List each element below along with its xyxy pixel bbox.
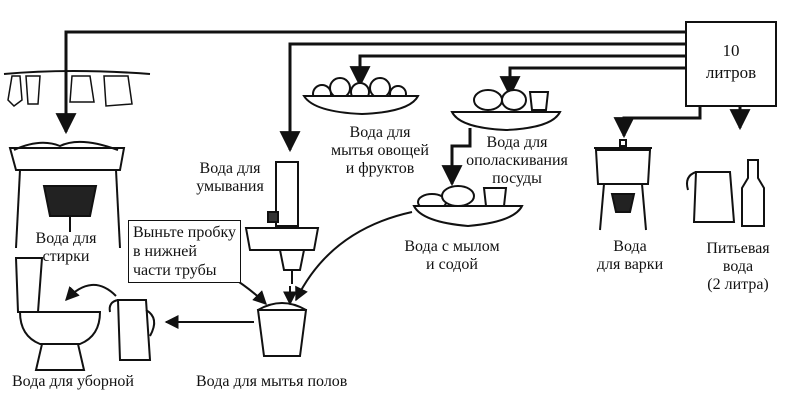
label-line: для варки — [596, 256, 664, 273]
flow-arrows — [65, 211, 413, 329]
note-line: части трубы — [133, 262, 217, 279]
laundry-basin-icon — [8, 140, 126, 249]
label-washing-clothes: Вода для стирки — [14, 230, 118, 266]
label-vegetables: Вода для мытья овощей и фруктов — [318, 124, 442, 178]
label-line: Вода — [613, 238, 647, 255]
label-drinking: Питьевая вода (2 литра) — [690, 240, 786, 294]
label-line: Вода для — [486, 134, 548, 151]
line-to-pot — [613, 106, 702, 139]
label-line: ополаскивания — [466, 152, 568, 169]
note-line: Выньте пробку — [133, 224, 237, 241]
laundry-line-icon — [3, 70, 151, 107]
vegetable-bowl-icon — [302, 77, 420, 116]
cooking-pot-icon — [594, 139, 652, 231]
label-line: вода — [722, 258, 754, 275]
label-line: Питьевая — [706, 240, 770, 257]
toilet-icon — [14, 257, 102, 371]
label-line: и фруктов — [345, 160, 415, 177]
source-box-label: 10 литров — [686, 40, 776, 84]
arrow-pitcher-to-toilet — [65, 283, 117, 302]
note-line: в нижней — [133, 243, 197, 260]
label-line: стирки — [42, 248, 90, 265]
label-line: Вода для — [35, 230, 97, 247]
label-washing-face: Вода для умывания — [190, 160, 270, 196]
line-to-vegetables — [349, 54, 686, 88]
source-container-box — [685, 21, 777, 107]
label-line: посуды — [492, 170, 542, 187]
line-to-dishes — [499, 66, 686, 98]
soap-tub-icon — [412, 185, 524, 228]
label-line: и содой — [426, 256, 478, 273]
label-cooking: Вода для варки — [586, 238, 674, 274]
distribution-lines — [55, 30, 751, 187]
washbasin-icon — [244, 161, 320, 284]
label-toilet: Вода для уборной — [12, 373, 134, 390]
source-volume: 10 — [722, 41, 740, 60]
dishes-bowl-icon — [450, 89, 562, 132]
floor-bucket-icon — [256, 302, 308, 357]
label-line: Вода для — [199, 160, 261, 177]
label-line: Вода для — [349, 124, 411, 141]
line-to-face — [279, 42, 686, 153]
remove-plug-note: Выньте пробку в нижней части трубы — [128, 220, 242, 283]
drinking-water-icon — [686, 159, 765, 227]
pitcher-icon — [108, 299, 156, 361]
label-line: умывания — [196, 178, 264, 195]
source-unit: литров — [705, 63, 757, 82]
label-soap-soda: Вода с мылом и содой — [392, 238, 512, 274]
line-dishes-to-soap — [441, 128, 472, 187]
label-rinsing-dishes: Вода для ополаскивания посуды — [454, 134, 580, 188]
line-to-clothes — [55, 30, 686, 135]
label-floor: Вода для мытья полов — [196, 373, 348, 390]
label-line: мытья овощей — [331, 142, 429, 159]
label-line: Вода с мылом — [404, 238, 500, 255]
label-line: (2 литра) — [707, 276, 769, 293]
arrow-soap-to-floor — [295, 211, 413, 302]
